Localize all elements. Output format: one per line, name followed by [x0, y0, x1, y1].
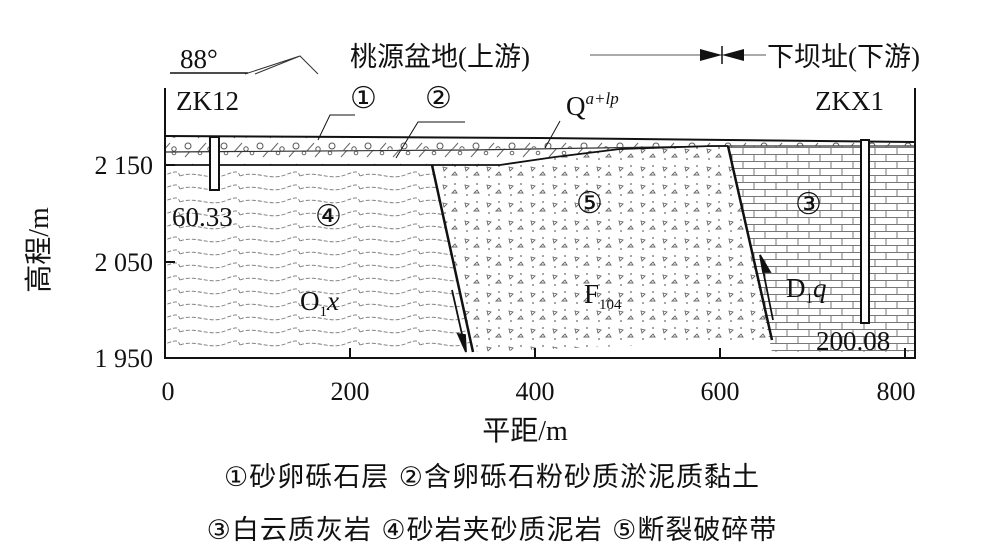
y-tick-2150: 2 150	[95, 151, 154, 180]
x-tick-200: 200	[331, 377, 370, 406]
unit-f104-label: F104	[584, 279, 622, 313]
marker-layer-4: ④	[315, 200, 342, 233]
marker-layer-5: ⑤	[576, 187, 603, 220]
legend-line-2: ③白云质灰岩 ④砂岩夹砂质泥岩 ⑤断裂破碎带	[206, 515, 778, 546]
downstream-label: 下坝址(下游)	[767, 42, 920, 72]
dip-symbol	[244, 55, 319, 75]
y-tick-2050: 2 050	[95, 248, 154, 277]
x-tick-800: 800	[877, 377, 916, 406]
marker-layer-3: ③	[795, 188, 822, 221]
fault-right-line	[726, 145, 774, 341]
ground-surface-line	[164, 135, 916, 143]
geological-cross-section: 88° 桃源盆地(上游) 下坝址(下游) ZK12 60.33 ZKX1 200…	[23, 42, 920, 447]
fault-left-line	[430, 164, 475, 353]
borehole-zk12	[209, 136, 220, 191]
fault-breccia-zone	[432, 146, 772, 352]
y-tick-1950: 1 950	[95, 344, 154, 373]
gravel-base-line	[164, 145, 915, 153]
borehole-zk12-depth: 60.33	[172, 202, 233, 232]
x-axis-label: 平距/m	[482, 416, 568, 447]
unit-o1x-label: O1x	[300, 286, 339, 320]
y-axis-ticks	[165, 164, 175, 359]
fault-slip-arrow-down-icon	[451, 289, 467, 353]
plot-frame	[164, 88, 916, 359]
x-tick-0: 0	[162, 377, 175, 406]
borehole-zkx1-name: ZKX1	[815, 86, 884, 116]
legend-line-1: ①砂卵砾石层 ②含卵砾石粉砂质淤泥质黏土	[224, 462, 760, 493]
leader-quaternary	[544, 120, 561, 149]
x-tick-600: 600	[701, 377, 740, 406]
x-tick-400: 400	[516, 377, 555, 406]
fault-slip-arrow-up-icon	[759, 254, 774, 321]
quaternary-label: Qa+lp	[566, 89, 619, 121]
sandstone-mudstone-layer	[165, 165, 473, 352]
y-axis-label: 高程/m	[23, 207, 55, 293]
quaternary-base-line	[165, 145, 728, 166]
leader-layer-2	[395, 121, 465, 159]
leader-layer-1	[317, 114, 355, 141]
marker-layer-1: ①	[350, 82, 377, 115]
unit-d1q-label: D1q	[786, 273, 827, 307]
upstream-label: 桃源盆地(上游)	[350, 42, 530, 72]
x-axis-ticks	[164, 348, 906, 358]
borehole-zkx1	[860, 139, 870, 324]
dip-angle-label: 88°	[180, 44, 218, 74]
borehole-zkx1-depth: 200.08	[816, 326, 890, 356]
marker-layer-2: ②	[425, 82, 452, 115]
borehole-zk12-name: ZK12	[176, 86, 239, 116]
